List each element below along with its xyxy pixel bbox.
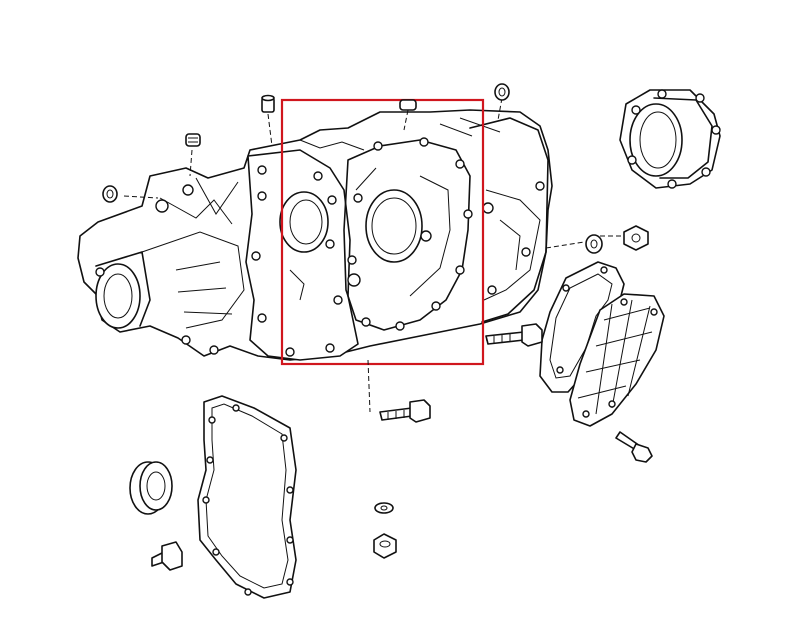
bolt bbox=[379, 399, 431, 423]
case-gasket bbox=[197, 395, 297, 599]
highlighted-housing-section bbox=[280, 98, 485, 366]
o-ring bbox=[102, 185, 118, 203]
bolt bbox=[485, 323, 543, 347]
rear-cover bbox=[569, 293, 665, 427]
washer bbox=[374, 502, 394, 514]
nut bbox=[623, 225, 649, 251]
bolt bbox=[615, 431, 653, 463]
extension-housing bbox=[619, 89, 721, 189]
washer bbox=[585, 234, 603, 254]
dowel-pin bbox=[399, 99, 417, 111]
nut bbox=[373, 533, 397, 559]
dowel-pin bbox=[185, 133, 201, 147]
transmission-case bbox=[77, 109, 553, 361]
oil-seal bbox=[129, 461, 173, 515]
drain-plug bbox=[151, 541, 183, 571]
o-ring bbox=[494, 83, 510, 101]
dowel-pin bbox=[261, 94, 275, 113]
